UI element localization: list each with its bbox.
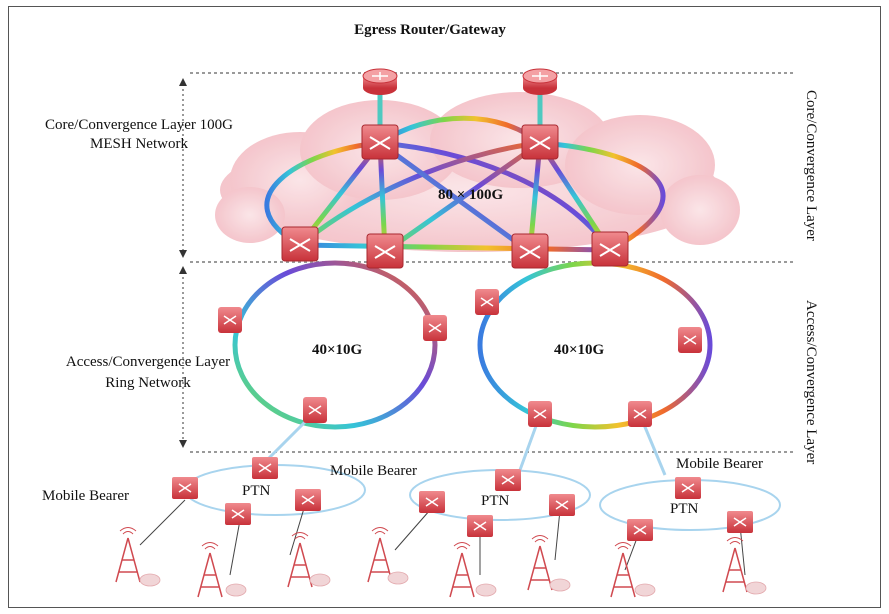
switch-icon — [678, 327, 702, 353]
base-station-icon — [287, 532, 313, 588]
diagram-title: Egress Router/Gateway — [354, 22, 506, 38]
mobile-bearer-left: Mobile Bearer — [42, 488, 130, 504]
figure-frame — [8, 6, 881, 608]
core-layer-label: Core/Convergence Layer 100G MESH Network — [28, 116, 250, 154]
switch-icon — [591, 231, 629, 267]
arrow-head-core-bottom — [179, 250, 187, 258]
switch-icon — [628, 401, 652, 427]
ring-left-capacity: 40×10G — [312, 342, 363, 358]
router-icon — [362, 68, 398, 95]
site-clouds — [139, 571, 767, 597]
access-layer-label-line1: Access/Convergence Layer — [65, 354, 231, 370]
base-station-icon — [115, 527, 141, 583]
switch-icon — [675, 477, 701, 499]
switch-icon — [467, 515, 493, 537]
ring-nodes — [218, 289, 702, 427]
ptn-devices — [172, 457, 753, 541]
switch-icon — [218, 307, 242, 333]
base-stations — [115, 527, 748, 598]
switch-icon — [627, 519, 653, 541]
switch-icon — [475, 289, 499, 315]
base-station-icon — [527, 535, 553, 591]
ptn-middle: PTN — [481, 493, 510, 509]
core-side-label: Core/Convergence Layer — [803, 89, 819, 241]
switch-icon — [727, 511, 753, 533]
arrow-head-core-top — [179, 78, 187, 86]
core-layer-label-line1: Core/Convergence Layer 100G — [45, 117, 233, 133]
ptn-left: PTN — [242, 483, 271, 499]
layer-arrows — [179, 78, 187, 448]
switch-icon — [252, 457, 278, 479]
arrow-head-access-top — [179, 266, 187, 274]
switch-icon — [225, 503, 251, 525]
switch-icon — [423, 315, 447, 341]
core-layer-label-line2: MESH Network — [90, 136, 188, 152]
switch-icon — [303, 397, 327, 423]
core-switches — [281, 124, 629, 269]
ring-left — [232, 260, 438, 430]
base-station-icon — [197, 542, 223, 598]
switch-icon — [549, 494, 575, 516]
switch-icon — [495, 469, 521, 491]
router-icon — [522, 68, 558, 95]
switch-icon — [281, 226, 319, 262]
egress-routers — [362, 68, 558, 95]
base-station-icon — [610, 542, 636, 598]
access-layer-label: Access/Convergence Layer Ring Network — [18, 352, 278, 394]
switch-icon — [361, 124, 399, 160]
ptn-right: PTN — [670, 501, 699, 517]
core-capacity-label: 80 × 100G — [438, 187, 504, 203]
ring-right-capacity: 40×10G — [554, 342, 605, 358]
base-station-icon — [722, 537, 748, 593]
switch-icon — [419, 491, 445, 513]
switch-icon — [521, 124, 559, 160]
layer-dividers — [190, 72, 795, 453]
access-side-label: Access/Convergence Layer — [803, 300, 819, 465]
access-layer-label-line2: Ring Network — [105, 375, 191, 391]
switch-icon — [366, 233, 404, 269]
base-station-icon — [449, 542, 475, 598]
arrow-head-access-bottom — [179, 440, 187, 448]
edge-drops — [139, 499, 746, 576]
switch-icon — [172, 477, 198, 499]
mobile-bearer-right: Mobile Bearer — [676, 456, 764, 472]
switch-icon — [528, 401, 552, 427]
base-station-icon — [367, 527, 393, 583]
switch-icon — [511, 233, 549, 269]
switch-icon — [295, 489, 321, 511]
mobile-bearer-middle: Mobile Bearer — [330, 463, 418, 479]
